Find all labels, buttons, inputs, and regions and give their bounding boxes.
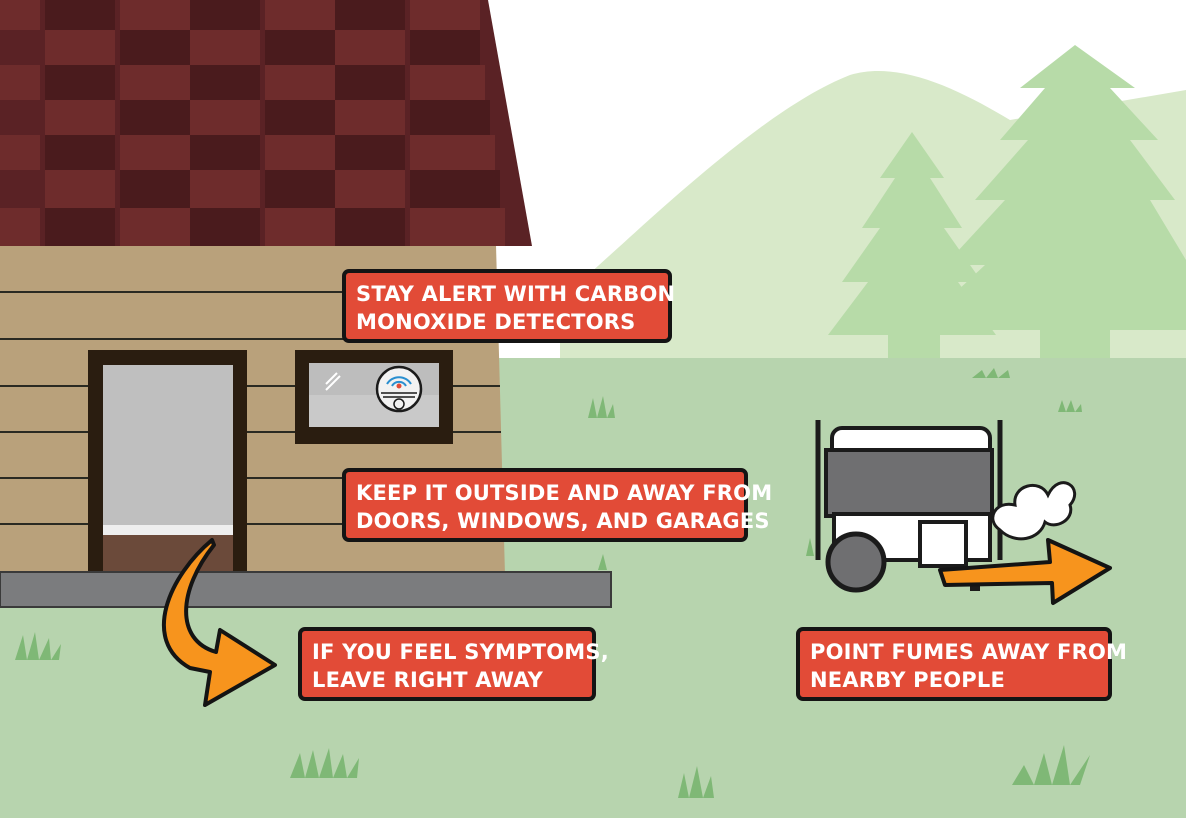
tree-small xyxy=(828,132,996,360)
callout-fumes-line1: POINT FUMES AWAY FROM xyxy=(810,640,1128,664)
callout-keep-outside-line1: KEEP IT OUTSIDE AND AWAY FROM xyxy=(356,481,773,505)
callout-symptoms-line2: LEAVE RIGHT AWAY xyxy=(312,668,544,692)
portable-generator-icon xyxy=(815,420,1003,593)
roof-shingles-dark xyxy=(45,0,500,246)
window xyxy=(295,350,453,444)
callout-keep-outside: KEEP IT OUTSIDE AND AWAY FROM DOORS, WIN… xyxy=(342,468,773,542)
callout-fumes-line2: NEARBY PEOPLE xyxy=(810,668,1006,692)
fumes-icon xyxy=(991,481,1077,541)
curved-arrow-icon xyxy=(161,538,277,707)
callout-keep-outside-line2: DOORS, WINDOWS, AND GARAGES xyxy=(356,509,770,533)
callout-symptoms-line1: IF YOU FEEL SYMPTOMS, xyxy=(312,640,609,664)
grass-tufts xyxy=(15,368,1090,798)
arrow-right-icon xyxy=(938,538,1112,605)
roof-shingles xyxy=(0,0,505,246)
callout-detectors-line1: STAY ALERT WITH CARBON xyxy=(356,282,676,306)
carbon-monoxide-detector-icon xyxy=(375,365,423,413)
callout-detectors-line2: MONOXIDE DETECTORS xyxy=(356,310,636,334)
callout-detectors: STAY ALERT WITH CARBON MONOXIDE DETECTOR… xyxy=(342,269,676,343)
door xyxy=(88,350,247,572)
callout-symptoms: IF YOU FEEL SYMPTOMS, LEAVE RIGHT AWAY xyxy=(298,627,609,701)
callout-fumes: POINT FUMES AWAY FROM NEARBY PEOPLE xyxy=(796,627,1128,701)
foundation xyxy=(0,571,612,608)
